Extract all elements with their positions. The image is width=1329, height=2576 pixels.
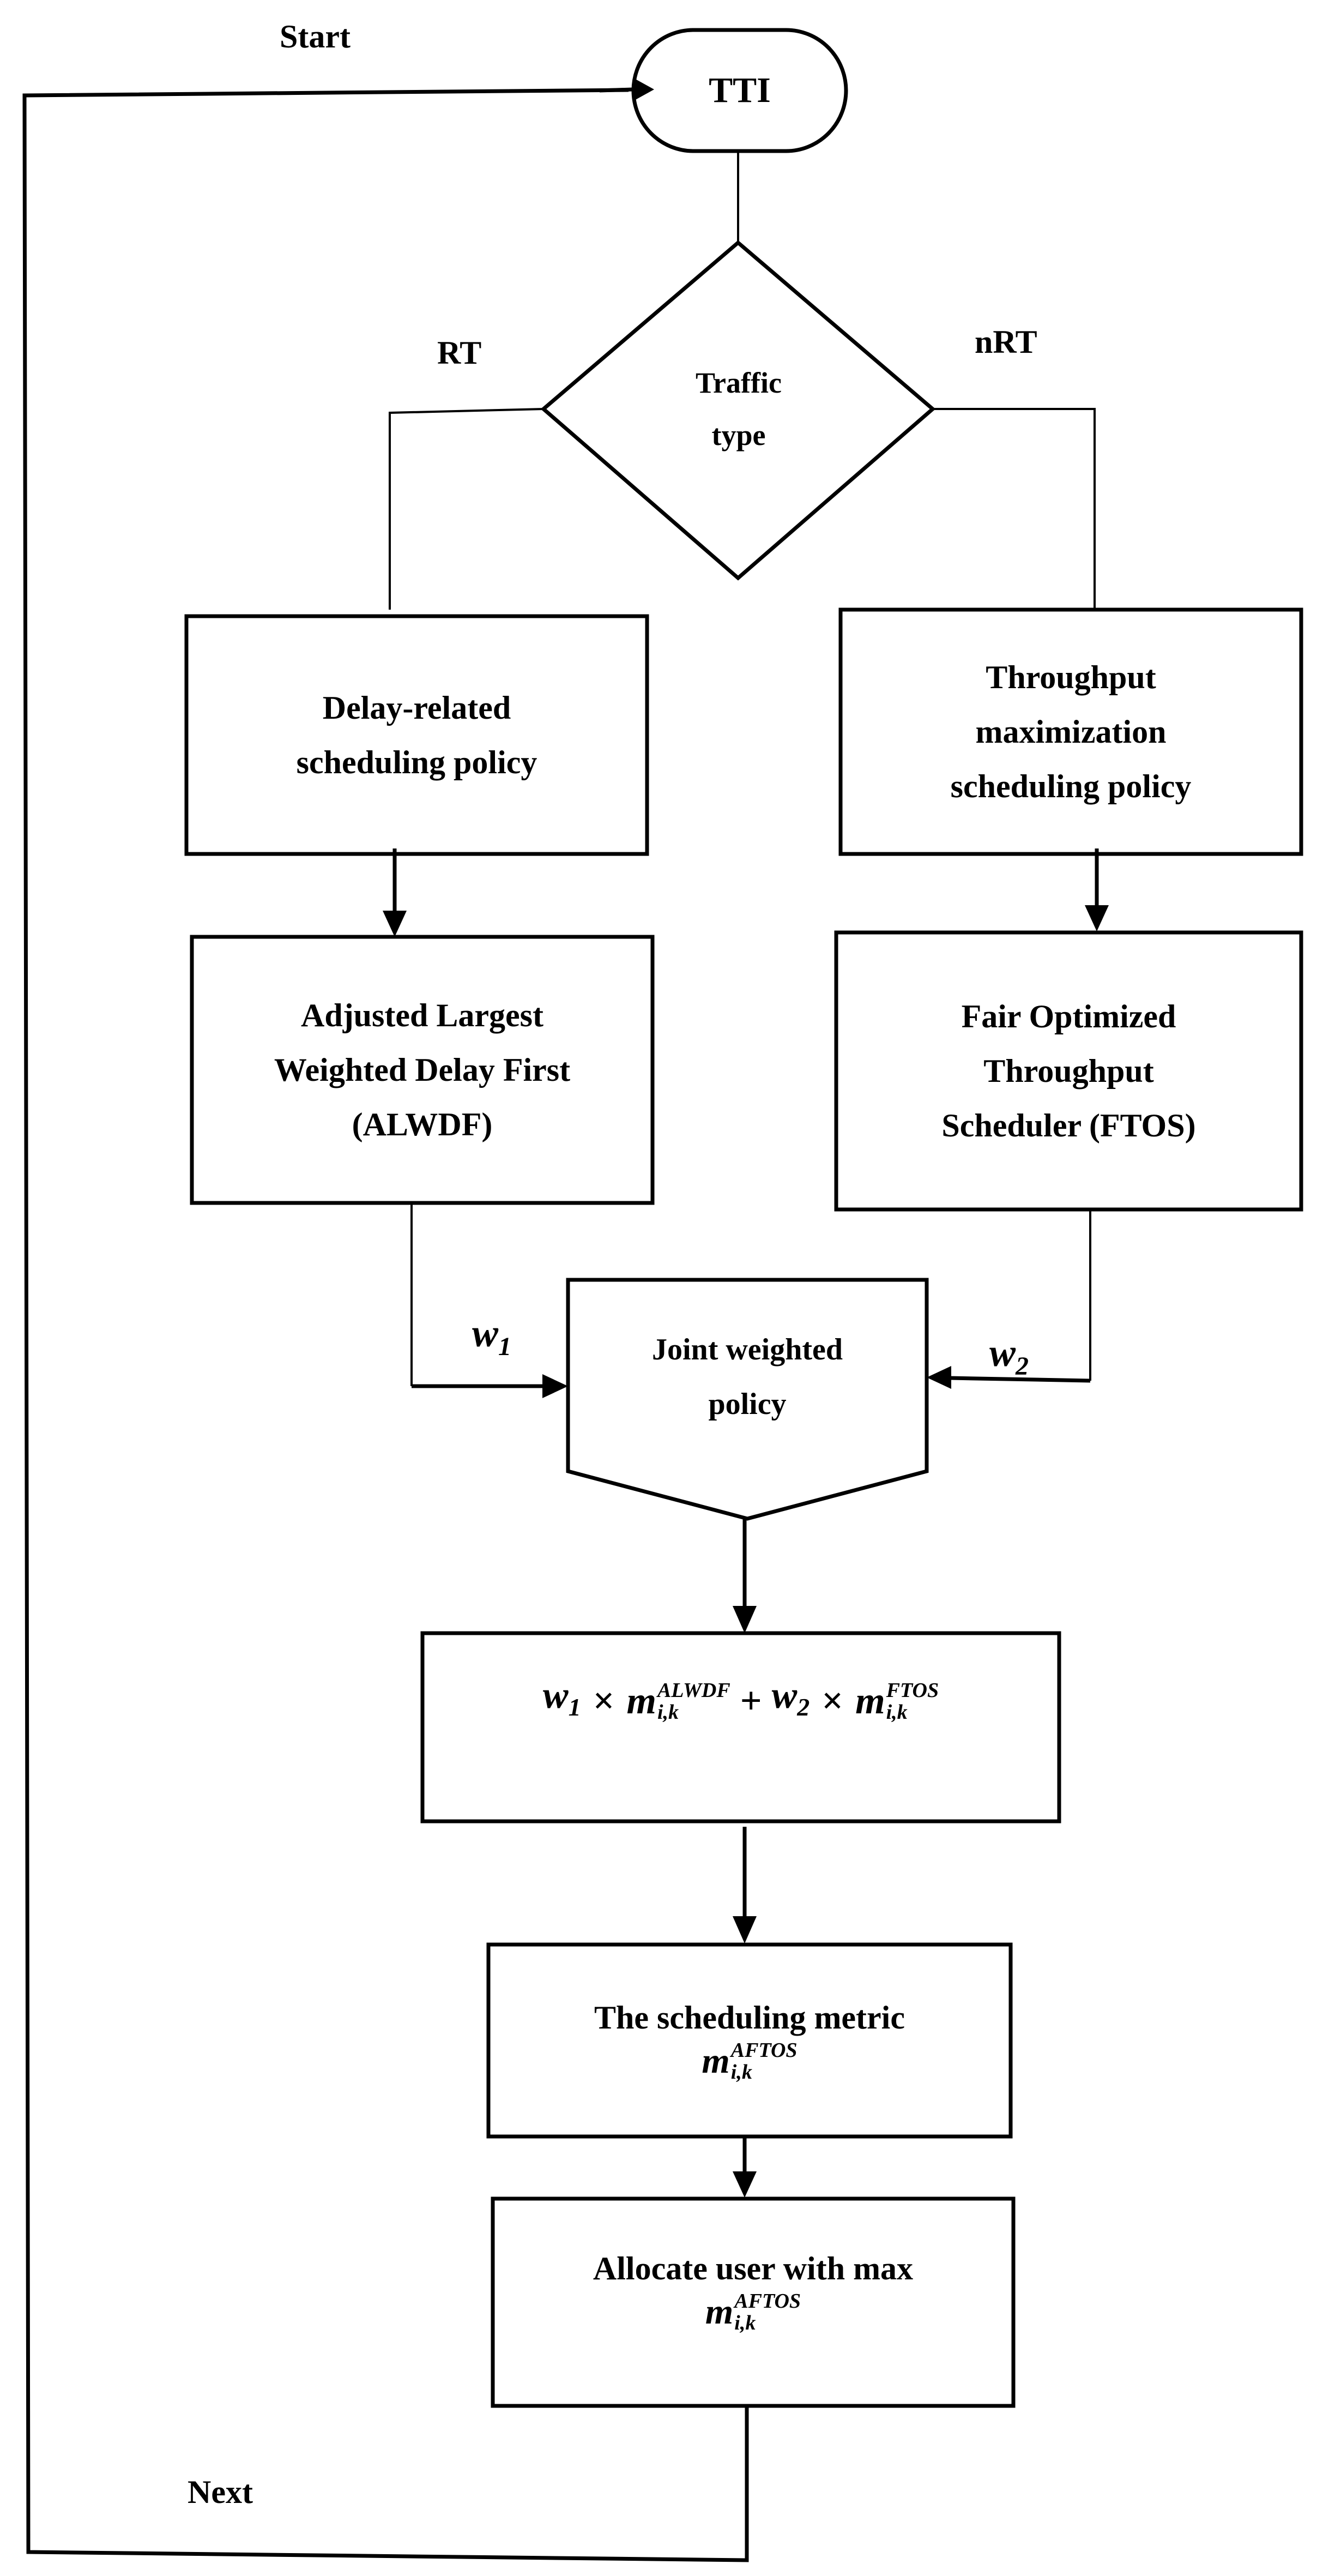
throughput-policy-box [838,607,1303,856]
thr-to-ftos-head [1085,905,1109,931]
delay-policy-text: Delay-related scheduling policy [186,616,647,854]
tti-node [631,28,848,153]
traffic-line-2: type [711,419,766,452]
formula-plus: + [740,1680,762,1722]
next-label: Next [188,2474,253,2510]
formula-m2-sub: i,k [886,1701,908,1724]
metric-to-alloc-head [733,2171,757,2198]
formula-m1-sub: i,k [657,1701,679,1724]
formula-w2: w2 [772,1669,810,1735]
formula-w1: w1 [543,1669,581,1735]
thr-line-1: Throughput [986,659,1156,695]
ftos-line-3: Scheduler (FTOS) [941,1108,1196,1143]
formula-m2-scripts: FTOS i,k [886,1680,939,1723]
joint-line-1: Joint weighted [652,1333,843,1367]
ftos-box [834,930,1303,1212]
thr-line-2: maximization [975,714,1167,750]
metric-sup: AFTOS [730,2039,798,2062]
alwdf-text: Adjusted Largest Weighted Delay First (A… [192,937,653,1203]
formula-to-metric-head [733,1916,757,1943]
formula-m2: m [855,1680,885,1722]
metric-box [486,1942,1013,2139]
w2-arrow [949,1376,1091,1383]
arrow-into-tti [599,87,633,93]
w2-arrow-head [927,1366,951,1389]
w1-base: w [472,1311,499,1355]
arrow-head-tti [633,78,654,101]
alloc-symbol: m AFTOS i,k [705,2290,801,2334]
formula-times-2: × [821,1680,844,1722]
alloc-scripts: AFTOS i,k [734,2290,801,2334]
delay-policy-box [184,614,649,856]
formula-times-1: × [593,1680,615,1722]
formula-m2-sup: FTOS [886,1679,939,1702]
rt-branch-line [389,408,544,610]
nrt-label: nRT [975,324,1037,360]
start-label: Start [280,19,351,55]
alloc-line-1: Allocate user with max [593,2250,914,2286]
alloc-sup: AFTOS [734,2290,801,2313]
alwdf-line-3: (ALWDF) [352,1106,493,1142]
metric-m: m [702,2041,730,2081]
joint-line-2: policy [708,1387,787,1421]
tti-label: TTI [709,70,771,110]
alwdf-box [190,935,655,1205]
traffic-line-1: Traffic [696,366,782,399]
w1-label: w1 [472,1314,511,1366]
formula-m1-scripts: ALWDF i,k [657,1680,730,1723]
metric-line-1: The scheduling metric [594,2000,905,2036]
delay-line-2: scheduling policy [296,744,537,780]
thr-line-3: scheduling policy [950,768,1192,804]
formula-box [420,1631,1061,1823]
alloc-m: m [705,2292,734,2332]
delay-line-1: Delay-related [322,690,511,726]
loop-back-line [22,88,749,2562]
ftos-line-1: Fair Optimized [961,998,1176,1034]
ftos-text: Fair Optimized Throughput Scheduler (FTO… [836,932,1301,1209]
formula-text: w1 × m ALWDF i,k + w2 × m FTOS i,k [422,1633,1059,1770]
metric-scripts: AFTOS i,k [731,2039,798,2083]
joint-policy-text: Joint weighted policy [568,1309,927,1445]
alloc-sub: i,k [734,2312,756,2334]
delay-to-alwdf-head [383,911,407,937]
formula-m1: m [626,1680,656,1722]
w2-sub: 2 [1016,1352,1029,1381]
joint-policy-node [566,1278,929,1521]
nrt-branch-line [933,408,1096,610]
formula-w1-base: w [542,1674,569,1717]
w1-arrow-head [542,1374,568,1398]
metric-text: The scheduling metric m AFTOS i,k [488,1974,1011,2105]
w1-sub: 1 [498,1332,512,1361]
traffic-type-text: Traffic type [627,349,850,469]
throughput-policy-text: Throughput maximization scheduling polic… [841,610,1301,854]
metric-sub: i,k [730,2061,752,2084]
metric-symbol: m AFTOS i,k [702,2039,797,2083]
formula-m1-sup: ALWDF [657,1679,730,1702]
ftos-line-2: Throughput [983,1053,1154,1089]
w2-base: w [989,1331,1016,1375]
allocate-box [491,2196,1016,2408]
alwdf-line-1: Adjusted Largest [301,997,543,1033]
formula-w2-sub: 2 [797,1693,810,1721]
rt-label: RT [437,335,482,371]
allocate-text: Allocate user with max m AFTOS i,k [493,2225,1013,2356]
formula-w2-base: w [771,1674,798,1717]
w2-label: w2 [989,1331,1029,1386]
traffic-type-decision [540,240,936,581]
tti-text: TTI [633,30,846,151]
joint-to-formula-head [733,1606,757,1633]
formula-w1-sub: 1 [568,1693,581,1721]
alwdf-line-2: Weighted Delay First [274,1052,571,1088]
